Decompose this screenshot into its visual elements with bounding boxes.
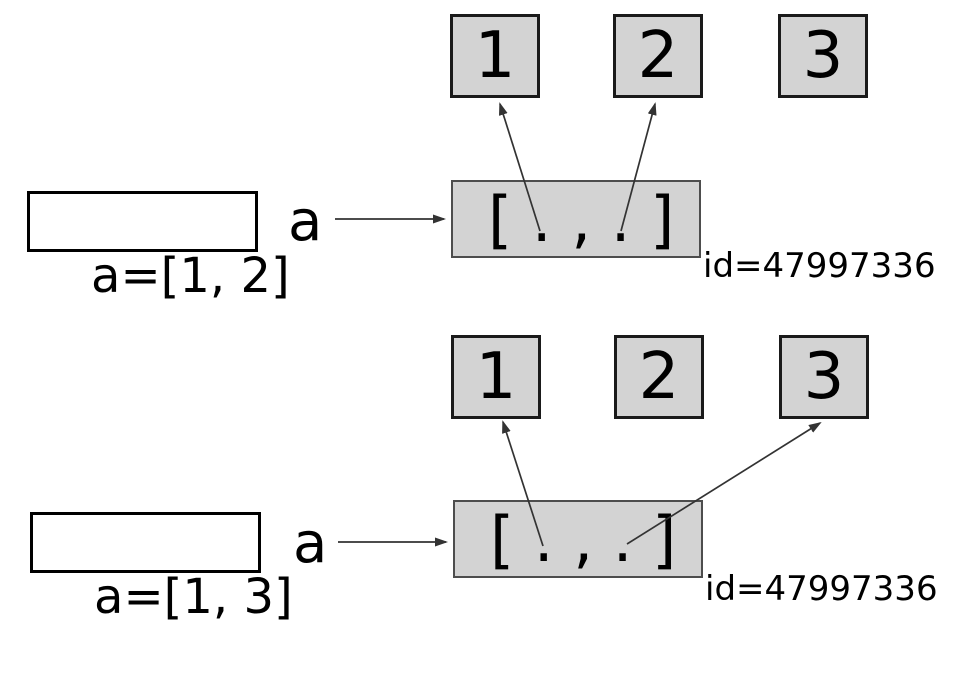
object-label: 3	[803, 340, 845, 414]
list-box: [ . , . ]	[453, 500, 703, 578]
object-label: 2	[637, 19, 679, 93]
object-label: 2	[638, 340, 680, 414]
list-content: [ . , . ]	[488, 183, 675, 256]
object-label: 3	[802, 19, 844, 93]
code-box: a=[1, 3]	[30, 512, 293, 625]
object-label: 1	[474, 19, 516, 93]
code-box: a=[1, 2]	[27, 191, 290, 304]
object-box-2: 2	[613, 14, 703, 98]
object-box-1: 1	[450, 14, 540, 98]
object-box-2: 2	[614, 335, 704, 419]
object-box-3: 3	[778, 14, 868, 98]
code-label: a=[1, 3]	[94, 569, 293, 625]
id-label: id=47997336	[703, 246, 936, 286]
object-box-3: 3	[779, 335, 869, 419]
list-box: [ . , . ]	[451, 180, 701, 258]
list-content: [ . , . ]	[490, 503, 677, 576]
variable-label: a	[288, 189, 323, 254]
diagram-canvas: { "diagram_title": "python-list-identity…	[27, 14, 938, 625]
object-label: 1	[475, 340, 517, 414]
object-box-1: 1	[451, 335, 541, 419]
variable-label: a	[293, 511, 328, 576]
code-label: a=[1, 2]	[91, 248, 290, 304]
id-label: id=47997336	[705, 569, 938, 609]
